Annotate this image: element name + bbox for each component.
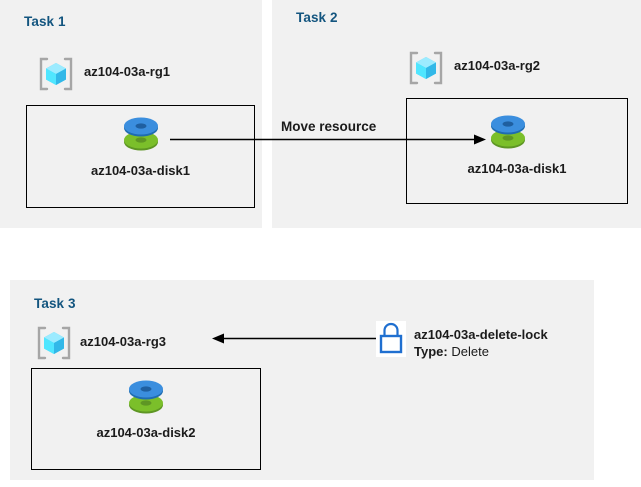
managed-disk-icon: [120, 112, 162, 156]
managed-disk-label: az104-03a-disk1: [90, 163, 190, 178]
managed-disk-label: az104-03a-disk2: [96, 425, 196, 440]
task-3-panel: Task 3 az104-03a-rg3 az104-0: [10, 280, 594, 480]
resource-group-label: az104-03a-rg3: [80, 334, 166, 349]
managed-disk-icon: [125, 375, 167, 419]
delete-lock-name: az104-03a-delete-lock: [414, 327, 548, 342]
resource-group-icon: [36, 54, 76, 94]
delete-lock-type: Type: Delete: [414, 344, 489, 359]
task-2-panel: Task 2 az104-03a-rg2 az104-0: [272, 0, 641, 228]
move-resource-caption: Move resource: [281, 119, 377, 134]
managed-disk-label: az104-03a-disk1: [467, 161, 567, 176]
managed-disk-icon: [487, 110, 529, 154]
delete-lock-type-value: Delete: [451, 344, 489, 359]
task-3-title: Task 3: [34, 296, 76, 311]
resource-group-boundary: [406, 98, 628, 204]
task-2-title: Task 2: [296, 10, 338, 25]
delete-lock-arrow: [212, 333, 382, 344]
padlock-icon: [376, 321, 406, 357]
resource-group-icon: [406, 48, 446, 88]
resource-group-boundary: [26, 105, 255, 208]
resource-group-label: az104-03a-rg1: [84, 64, 170, 79]
resource-group-label: az104-03a-rg2: [454, 58, 540, 73]
task-1-title: Task 1: [24, 14, 66, 29]
resource-group-boundary: [31, 368, 261, 470]
delete-lock-type-label: Type:: [414, 344, 448, 359]
resource-group-icon: [34, 323, 74, 363]
task-1-panel: Task 1 az104-03a-rg1: [0, 0, 262, 228]
move-resource-arrow: [170, 134, 486, 145]
